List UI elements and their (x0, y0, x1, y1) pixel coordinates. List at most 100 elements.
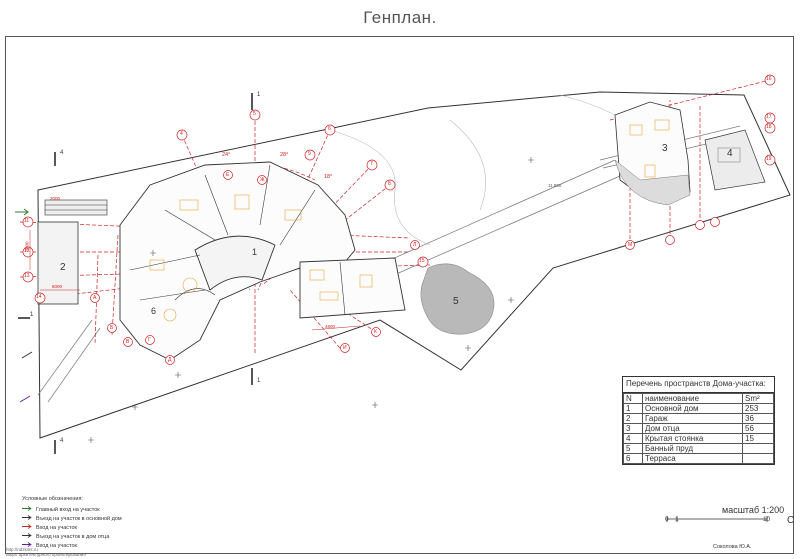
axis-letter-b: Б (110, 325, 114, 331)
legend-item: Въезд на участок в дом отца (22, 532, 122, 541)
zone-label-3: 3 (662, 143, 668, 154)
legend: Условные обозначения: Главный вход на уч… (22, 496, 122, 550)
zone-label-5: 5 (453, 296, 459, 307)
green-arrow-icon (22, 506, 32, 513)
scale-tick-10: 10 (763, 516, 771, 523)
table-cell: 36 (742, 413, 774, 424)
site-credit: http://ndzkins.ru Бюро архитектурного пр… (6, 547, 86, 557)
legend-label: Въезд на участок в дом отца (36, 533, 110, 540)
table-cell: Гараж (642, 413, 743, 424)
table-cell: Дом отца (642, 423, 743, 434)
pond (420, 263, 495, 335)
axis-letter-m: М (628, 242, 633, 248)
site-boundary (37, 91, 791, 439)
legend-item: Главный вход на участок (22, 505, 122, 514)
table-cell: Основной дом (642, 403, 743, 414)
axis-letter-i: И (343, 345, 347, 351)
dim-label-2: 3000 (24, 241, 30, 252)
axis-letter-l: Л (413, 242, 417, 248)
legend-item: Вход на участок (22, 523, 122, 532)
table-cell: 56 (742, 423, 774, 434)
table-row: 2 Гараж 36 (623, 413, 774, 424)
dim-label-4: 11.800 (548, 183, 562, 188)
parking (704, 129, 766, 191)
crosshair-markers (88, 157, 534, 443)
table-header: Sm² (742, 393, 774, 404)
angle-label-1: 24° (222, 152, 231, 158)
axis-num-17: 17 (766, 114, 772, 120)
legend-title: Условные обозначения: (22, 496, 83, 502)
entry-arrows (15, 208, 33, 403)
axis-letter-a: А (93, 295, 97, 301)
black-arrow-icon (22, 533, 32, 540)
main-house (119, 161, 406, 361)
zone-label-6: 6 (151, 306, 157, 316)
north-label: С (787, 515, 795, 526)
legend-label: Вход на участок (36, 524, 77, 531)
author: Соколова Ю.А. (713, 544, 752, 550)
table-cell (742, 453, 774, 464)
contour-lines (329, 94, 651, 246)
axis-num-8: 8 (388, 181, 391, 187)
axis-num-9: 9 (308, 151, 311, 157)
scale-label: масштаб 1:200 (722, 505, 785, 515)
dim-label-1: 6000 (52, 284, 63, 289)
axis-num-4: 4 (180, 131, 183, 137)
father-furniture (629, 119, 670, 178)
section-marks (18, 93, 253, 454)
axis-num-19: 19 (766, 156, 772, 162)
table-cell: Крытая стоянка (642, 433, 743, 444)
table-cell: 1 (623, 403, 643, 414)
axis-num-15: 15 (419, 258, 425, 264)
axis-num-16: 16 (766, 76, 772, 82)
dimension-lines (29, 230, 361, 331)
axis-bubbles-top (176, 109, 396, 191)
section-label-left-bottom: 4 (60, 438, 64, 444)
table-cell: 4 (623, 433, 643, 444)
axis-letter-d: Д (168, 357, 172, 363)
table-cell: Терраса (642, 453, 743, 464)
axis-bubbles-right (625, 74, 776, 250)
table-cell (742, 443, 774, 454)
section-label-bottom: 1 (257, 378, 261, 384)
axis-letter-zh: Ж (260, 177, 265, 183)
black-arrow-icon (22, 515, 32, 522)
axis-letter-k: К (374, 329, 377, 335)
axis-letter-e: Е (226, 172, 230, 178)
axis-num-11: 11 (24, 218, 30, 224)
axis-num-5: 5 (253, 111, 256, 117)
interior-walls (129, 164, 346, 316)
sheet-frame (5, 36, 794, 554)
scale-tick-0: 0 (665, 516, 669, 523)
angle-label-2: 28° (280, 152, 289, 158)
legend-label: Въезд на участок в основной дом (36, 515, 122, 522)
furniture (149, 194, 373, 322)
axis-num-14: 14 (36, 294, 42, 300)
table-row: 4 Крытая стоянка 15 (623, 433, 774, 444)
table-cell: Банный пруд (642, 443, 743, 454)
legend-item: Вход на участок (22, 541, 122, 550)
site-caption: Бюро архитектурного проектирования (6, 552, 86, 557)
father-house-hatch (614, 159, 691, 206)
table-cell: 2 (623, 413, 643, 424)
axis-bubbles-left (22, 216, 429, 304)
axis-num-7: 7 (370, 161, 373, 167)
scale-bar (665, 515, 769, 529)
axis-bubbles-letters (90, 170, 420, 365)
section-label-left-top: 4 (60, 150, 64, 156)
table-header: наименование (642, 393, 743, 404)
table-row: 6 Терраса (623, 453, 774, 464)
site-url: http://ndzkins.ru (6, 547, 38, 552)
axis-num-12: 12 (24, 248, 30, 254)
axis-letter-g: Г (148, 337, 151, 343)
table-row: 3 Дом отца 56 (623, 423, 774, 434)
legend-label: Вход на участок (36, 542, 77, 549)
purple-arrow-icon (22, 542, 32, 549)
car (717, 147, 741, 163)
red-arrow-icon (22, 524, 32, 531)
axis-num-13: 13 (24, 273, 30, 279)
table-header: N (623, 393, 643, 404)
table-row: 5 Банный пруд (623, 443, 774, 454)
section-label-top: 1 (257, 92, 261, 98)
